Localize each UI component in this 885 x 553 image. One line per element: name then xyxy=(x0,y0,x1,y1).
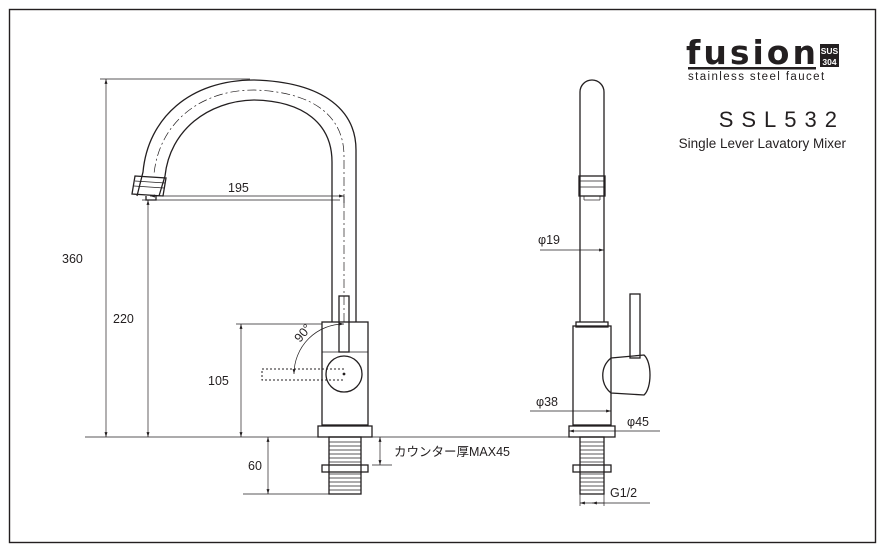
angle-arc xyxy=(292,322,345,375)
drawing-border xyxy=(8,8,877,544)
side-base-flange xyxy=(568,425,616,438)
sus-label: SUS xyxy=(821,46,839,56)
base-flange xyxy=(317,425,373,438)
product-description: Single Lever Lavatory Mixer xyxy=(679,136,847,151)
side-lever-stick xyxy=(629,293,641,359)
dim-lever-height: 105 xyxy=(208,374,229,388)
spout-outer xyxy=(136,79,357,322)
side-body xyxy=(572,325,612,426)
sus304-badge xyxy=(820,44,839,67)
dim-body-diameter: φ38 xyxy=(536,395,558,409)
lever-rotated-position xyxy=(261,368,344,381)
side-view: φ19 φ38 φ45 G1/2 xyxy=(530,79,660,506)
counter-thickness-note: カウンター厚MAX45 xyxy=(394,445,510,459)
dim-total-height: 360 xyxy=(62,252,83,266)
lock-nut xyxy=(321,464,369,473)
dim-below-counter: 60 xyxy=(248,459,262,473)
front-view: 90° 360 220 195 xyxy=(62,78,510,495)
brand-tagline: stainless steel faucet xyxy=(688,71,826,83)
dim-spout-diameter: φ19 xyxy=(538,233,560,247)
dim-spout-height: 220 xyxy=(113,312,134,326)
dim-thread-size: G1/2 xyxy=(610,486,637,500)
shank-thread xyxy=(329,441,361,491)
side-spout-tube xyxy=(579,79,605,322)
lever-angle-label: 90° xyxy=(292,321,315,344)
side-lock-nut xyxy=(572,464,612,473)
lever-hub xyxy=(325,355,363,393)
side-aerator xyxy=(578,175,606,197)
spout-inner xyxy=(158,99,333,322)
brand-underline xyxy=(688,67,816,70)
title-block: fusion SUS 304 stainless steel faucet SS… xyxy=(679,33,847,151)
brand-logo: fusion xyxy=(686,33,819,72)
dim-spout-reach: 195 xyxy=(228,181,249,195)
model-number: SSL532 xyxy=(719,107,845,132)
spout-centerline xyxy=(153,89,345,322)
dim-base-diameter: φ45 xyxy=(627,415,649,429)
side-shank-thread xyxy=(580,441,604,491)
side-lever-hub xyxy=(602,354,651,396)
sus-number: 304 xyxy=(822,57,836,67)
